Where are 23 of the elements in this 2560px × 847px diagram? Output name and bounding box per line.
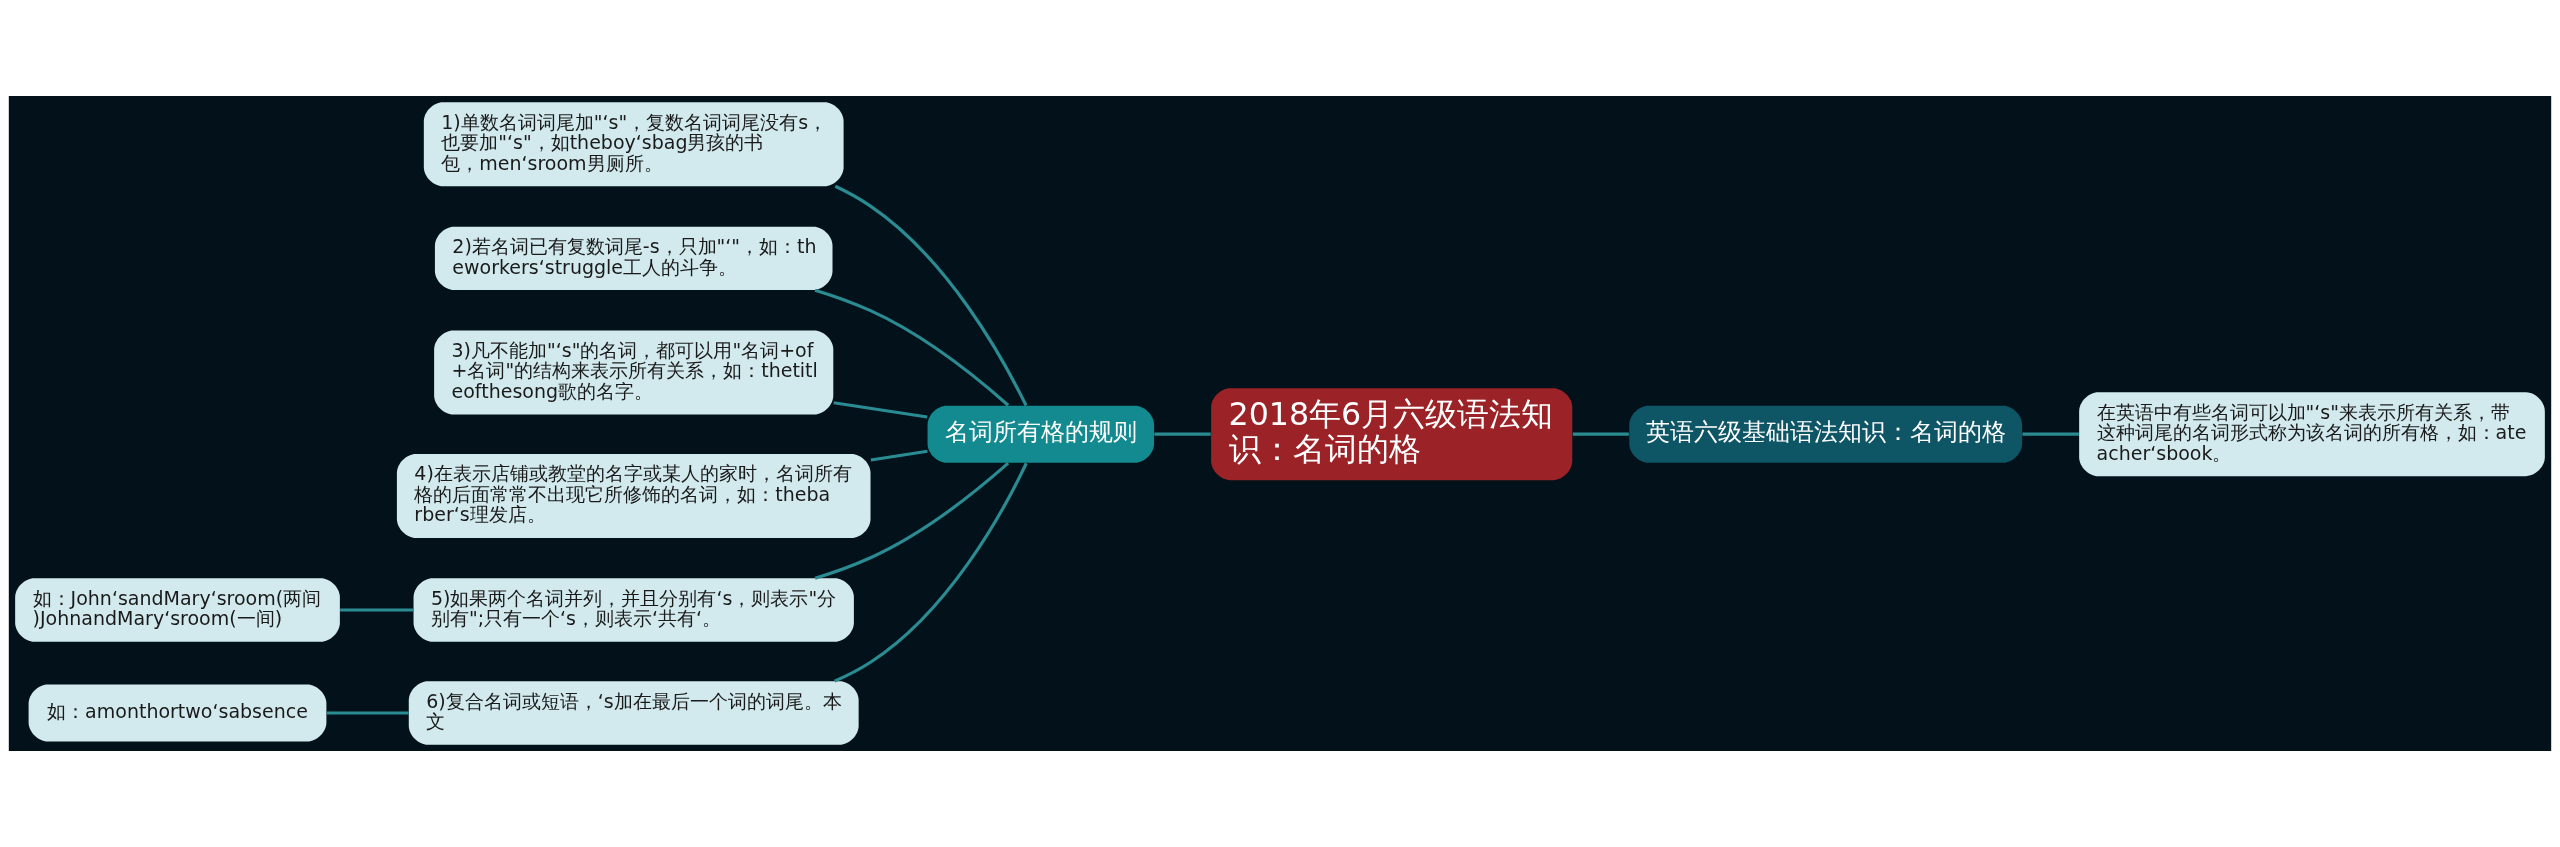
connector (833, 401, 928, 419)
node-box: 如：John‘sandMary‘sroom(两间)JohnandMary‘sroom(一间) (15, 578, 340, 642)
connector (2022, 432, 2079, 436)
node-box: 1)单数名词词尾加"‘s"，复数名词词尾没有s，也要加"‘s"，如theboy‘sbag男孩的书包，men‘sroom男厕所。 (423, 102, 844, 187)
node-box: 5)如果两个名词并列，并且分别有‘s，则表示"分别有";只有一个‘s，则表示‘共有‘。 (413, 578, 854, 642)
node-box: 6)复合名词或短语，‘s加在最后一个词的词尾。本文 (408, 681, 859, 745)
node-box: 名词所有格的规则 (927, 405, 1155, 463)
node-box: 如：amonthortwo‘sabsence (28, 684, 327, 742)
connector (1154, 432, 1211, 436)
node-box: 2018年6月六级语法知识：名词的格 (1211, 388, 1573, 481)
connector (814, 288, 1010, 407)
connector (340, 608, 414, 612)
connector (834, 184, 1028, 407)
connector (326, 711, 409, 715)
node-box: 2)若名词已有复数词尾-s，只加"‘"，如：theworkers‘struggle工人的斗争。 (434, 226, 833, 291)
connector (834, 462, 1028, 683)
node-box: 3)凡不能加"‘s"的名词，都可以用"名词+of+名词"的结构来表示所有关系，如：thetitleofthesong歌的名字。 (434, 330, 834, 415)
node-box: 在英语中有些名词可以加"‘s"来表示所有关系，带这种词尾的名词形式称为该名词的所有格，如：ateacher‘sbook。 (2079, 392, 2545, 477)
node-box: 4)在表示店铺或教堂的名字或某人的家时，名词所有格的后面常常不出现它所修饰的名词，如：thebarber‘s理发店。 (396, 454, 871, 538)
connector (814, 462, 1010, 580)
connector (870, 449, 928, 462)
connector (1572, 432, 1629, 436)
node-box: 英语六级基础语法知识：名词的格 (1629, 405, 2023, 463)
